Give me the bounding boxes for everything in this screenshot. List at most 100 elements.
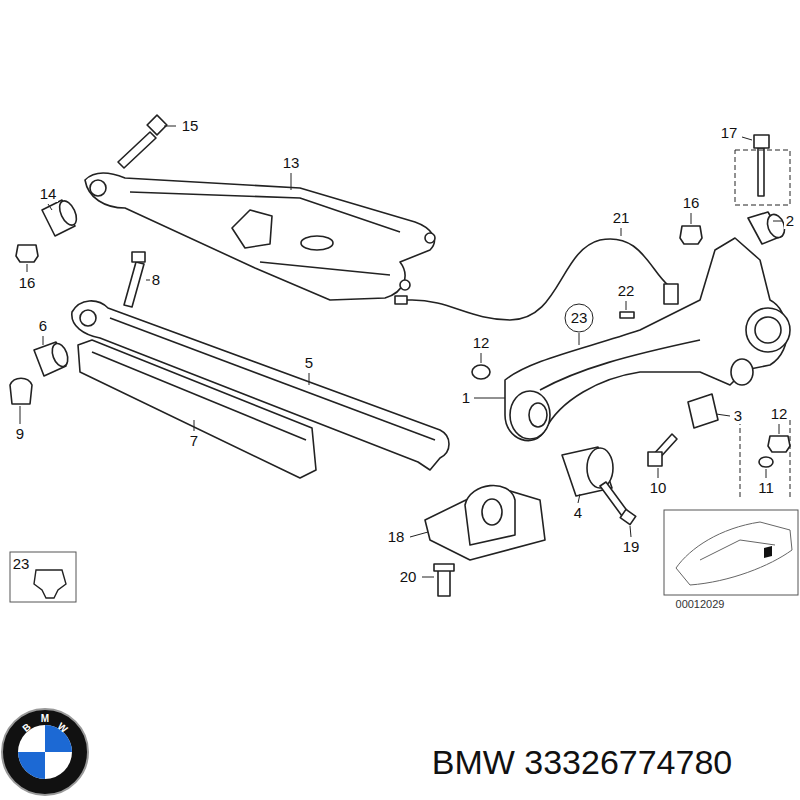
callout-number: 1 bbox=[460, 390, 472, 407]
bolt bbox=[758, 148, 764, 196]
nut bbox=[10, 378, 32, 404]
callout-number: 16 bbox=[17, 275, 38, 292]
callout-number: 20 bbox=[398, 569, 419, 586]
leader-line bbox=[27, 264, 28, 272]
carrier-detail bbox=[540, 340, 700, 390]
callout-number: 6 bbox=[37, 318, 49, 335]
carrier-bushing bbox=[529, 403, 547, 427]
callout-number: 7 bbox=[188, 433, 200, 450]
callout-number: 12 bbox=[769, 406, 790, 423]
inset-frame bbox=[10, 552, 76, 602]
heat-shield bbox=[78, 340, 316, 478]
hub-bore bbox=[746, 308, 790, 352]
bolt-head bbox=[434, 564, 454, 571]
nut bbox=[768, 436, 790, 452]
arm-bracket bbox=[232, 210, 272, 248]
carrier-bushing bbox=[510, 391, 550, 439]
leader-line bbox=[579, 333, 580, 345]
bolt bbox=[118, 132, 156, 168]
nut bbox=[680, 226, 702, 244]
car-sketch bbox=[700, 540, 775, 560]
callout-number: 2 bbox=[784, 213, 796, 230]
arm-detail bbox=[130, 192, 400, 275]
bolt bbox=[124, 262, 144, 307]
drawing-number: 00012029 bbox=[674, 598, 727, 610]
location-mark bbox=[764, 546, 772, 558]
callout-number: 4 bbox=[572, 505, 584, 522]
guide-line bbox=[740, 420, 790, 500]
sensor-cable bbox=[400, 239, 672, 320]
callout-number: 9 bbox=[14, 426, 26, 443]
bolt bbox=[600, 482, 628, 516]
speed-sensor bbox=[664, 284, 678, 304]
shield-detail bbox=[92, 352, 306, 440]
leader-line bbox=[291, 173, 292, 190]
leader-line bbox=[658, 468, 659, 478]
callout-number: 15 bbox=[180, 118, 201, 135]
logo-letter: M bbox=[39, 713, 51, 724]
leader-line bbox=[43, 336, 44, 345]
arm-eye bbox=[90, 180, 106, 196]
leader-line bbox=[410, 532, 428, 537]
guide-box bbox=[735, 150, 790, 205]
link-eye bbox=[80, 310, 96, 326]
bolt-head bbox=[132, 252, 145, 262]
leader-line bbox=[779, 424, 780, 434]
part-number: BMW 33326774780 bbox=[430, 744, 735, 781]
callout-number: 23 bbox=[569, 310, 590, 327]
callout-circle bbox=[565, 304, 593, 332]
leader-line bbox=[621, 228, 622, 236]
leader-line bbox=[766, 469, 767, 478]
callout-number: 18 bbox=[386, 529, 407, 546]
leader-line bbox=[578, 494, 580, 503]
clip bbox=[34, 570, 66, 598]
leader-line bbox=[309, 373, 310, 385]
arm-hole bbox=[301, 236, 333, 250]
bolt-head bbox=[147, 115, 167, 135]
bolt bbox=[438, 568, 450, 596]
callout-number: 13 bbox=[281, 155, 302, 172]
leader-line bbox=[691, 213, 692, 224]
mount-eye bbox=[482, 499, 502, 525]
leader-line bbox=[422, 577, 434, 578]
bolt-head bbox=[754, 135, 769, 148]
callout-number: 12 bbox=[471, 335, 492, 352]
bushing-face bbox=[49, 341, 70, 368]
nut bbox=[16, 245, 38, 262]
washer bbox=[759, 457, 773, 467]
arm-eye bbox=[425, 233, 435, 243]
callout-number: 5 bbox=[303, 355, 315, 372]
carrier-bushing bbox=[731, 359, 753, 385]
logo-ring bbox=[2, 709, 88, 795]
leader-line bbox=[20, 406, 21, 424]
callout-number: 22 bbox=[616, 283, 637, 300]
washer bbox=[472, 365, 490, 379]
wheel-carrier bbox=[505, 238, 787, 441]
car-sketch bbox=[676, 522, 792, 585]
leader-line bbox=[630, 526, 631, 537]
bolt-head bbox=[648, 452, 662, 466]
bushing bbox=[688, 394, 718, 428]
callout-number: 16 bbox=[681, 195, 702, 212]
arm-eye bbox=[400, 280, 410, 290]
callout-number: 8 bbox=[150, 272, 162, 289]
callout-number: 23 bbox=[11, 556, 32, 573]
leader-line bbox=[48, 204, 52, 210]
callout-number: 17 bbox=[719, 125, 740, 142]
callout-number: 11 bbox=[756, 480, 776, 497]
mount-rubber bbox=[465, 485, 515, 545]
callout-number: 10 bbox=[648, 480, 669, 497]
logo-letter: W bbox=[54, 718, 71, 735]
leader-line bbox=[626, 301, 627, 310]
callout-number: 3 bbox=[732, 408, 744, 425]
leader-line bbox=[164, 126, 176, 127]
leader-line bbox=[194, 420, 195, 431]
screw bbox=[620, 312, 634, 318]
bushing-face bbox=[56, 198, 80, 227]
callout-number: 14 bbox=[38, 186, 59, 203]
leader-line bbox=[742, 137, 752, 140]
bushing-face bbox=[587, 448, 613, 488]
logo-letter: B bbox=[19, 719, 35, 735]
leader-line bbox=[773, 221, 782, 222]
